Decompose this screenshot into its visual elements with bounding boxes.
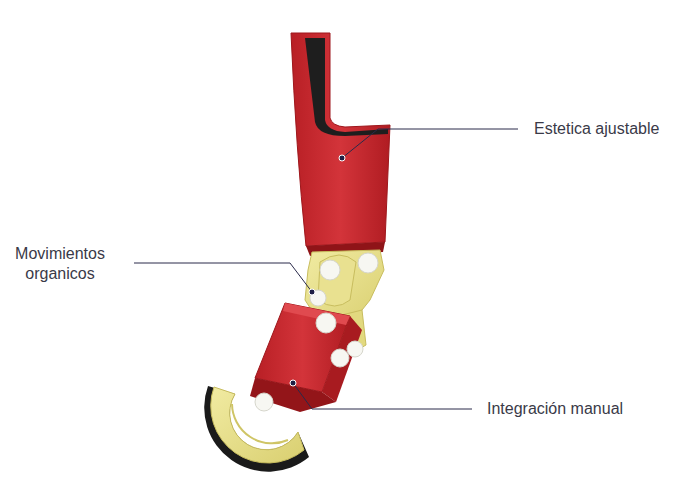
- callout-label: Movimientos organicos: [2, 244, 118, 284]
- terminal-cup: [204, 386, 309, 472]
- callout-label: Estetica ajustable: [534, 119, 659, 139]
- upper-socket: [291, 33, 390, 256]
- leader-dot: [339, 155, 345, 161]
- leader-line: [342, 129, 518, 158]
- leader-dot: [309, 289, 315, 295]
- callout-label: Integración manual: [487, 399, 623, 419]
- lower-segment: [250, 303, 362, 412]
- leader-line: [293, 383, 472, 409]
- leader-lines: [134, 129, 518, 409]
- leader-dots: [290, 155, 345, 386]
- leader-line: [134, 263, 312, 292]
- leader-dot: [290, 380, 296, 386]
- pins: [255, 253, 378, 411]
